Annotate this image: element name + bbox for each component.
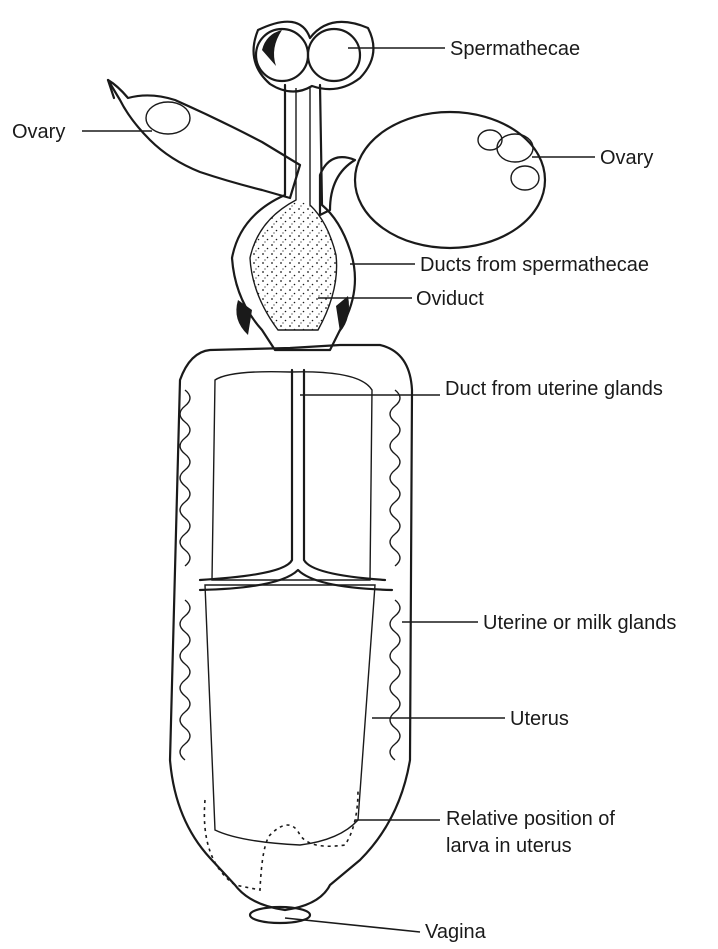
label-uterus: Uterus <box>510 708 569 730</box>
label-oviduct: Oviduct <box>416 288 484 310</box>
label-vagina: Vagina <box>425 921 487 943</box>
label-duct-from-uterine-glands: Duct from uterine glands <box>445 378 663 400</box>
label-larva-position-line2: larva in uterus <box>446 835 572 857</box>
left-ovary <box>108 80 300 198</box>
right-ovary <box>320 112 545 248</box>
leader-lines <box>82 48 595 932</box>
larva-outline <box>204 790 358 890</box>
label-ovary-right: Ovary <box>600 147 653 169</box>
label-ovary-left: Ovary <box>12 121 65 143</box>
spermathecae <box>254 22 374 92</box>
oviduct-complex <box>232 85 355 350</box>
label-ducts-from-spermathecae: Ducts from spermathecae <box>420 254 649 276</box>
label-uterine-glands: Uterine or milk glands <box>483 612 676 634</box>
uterine-gland-duct <box>200 370 392 590</box>
label-spermathecae: Spermathecae <box>450 38 580 60</box>
label-larva-position-line1: Relative position of <box>446 808 615 830</box>
